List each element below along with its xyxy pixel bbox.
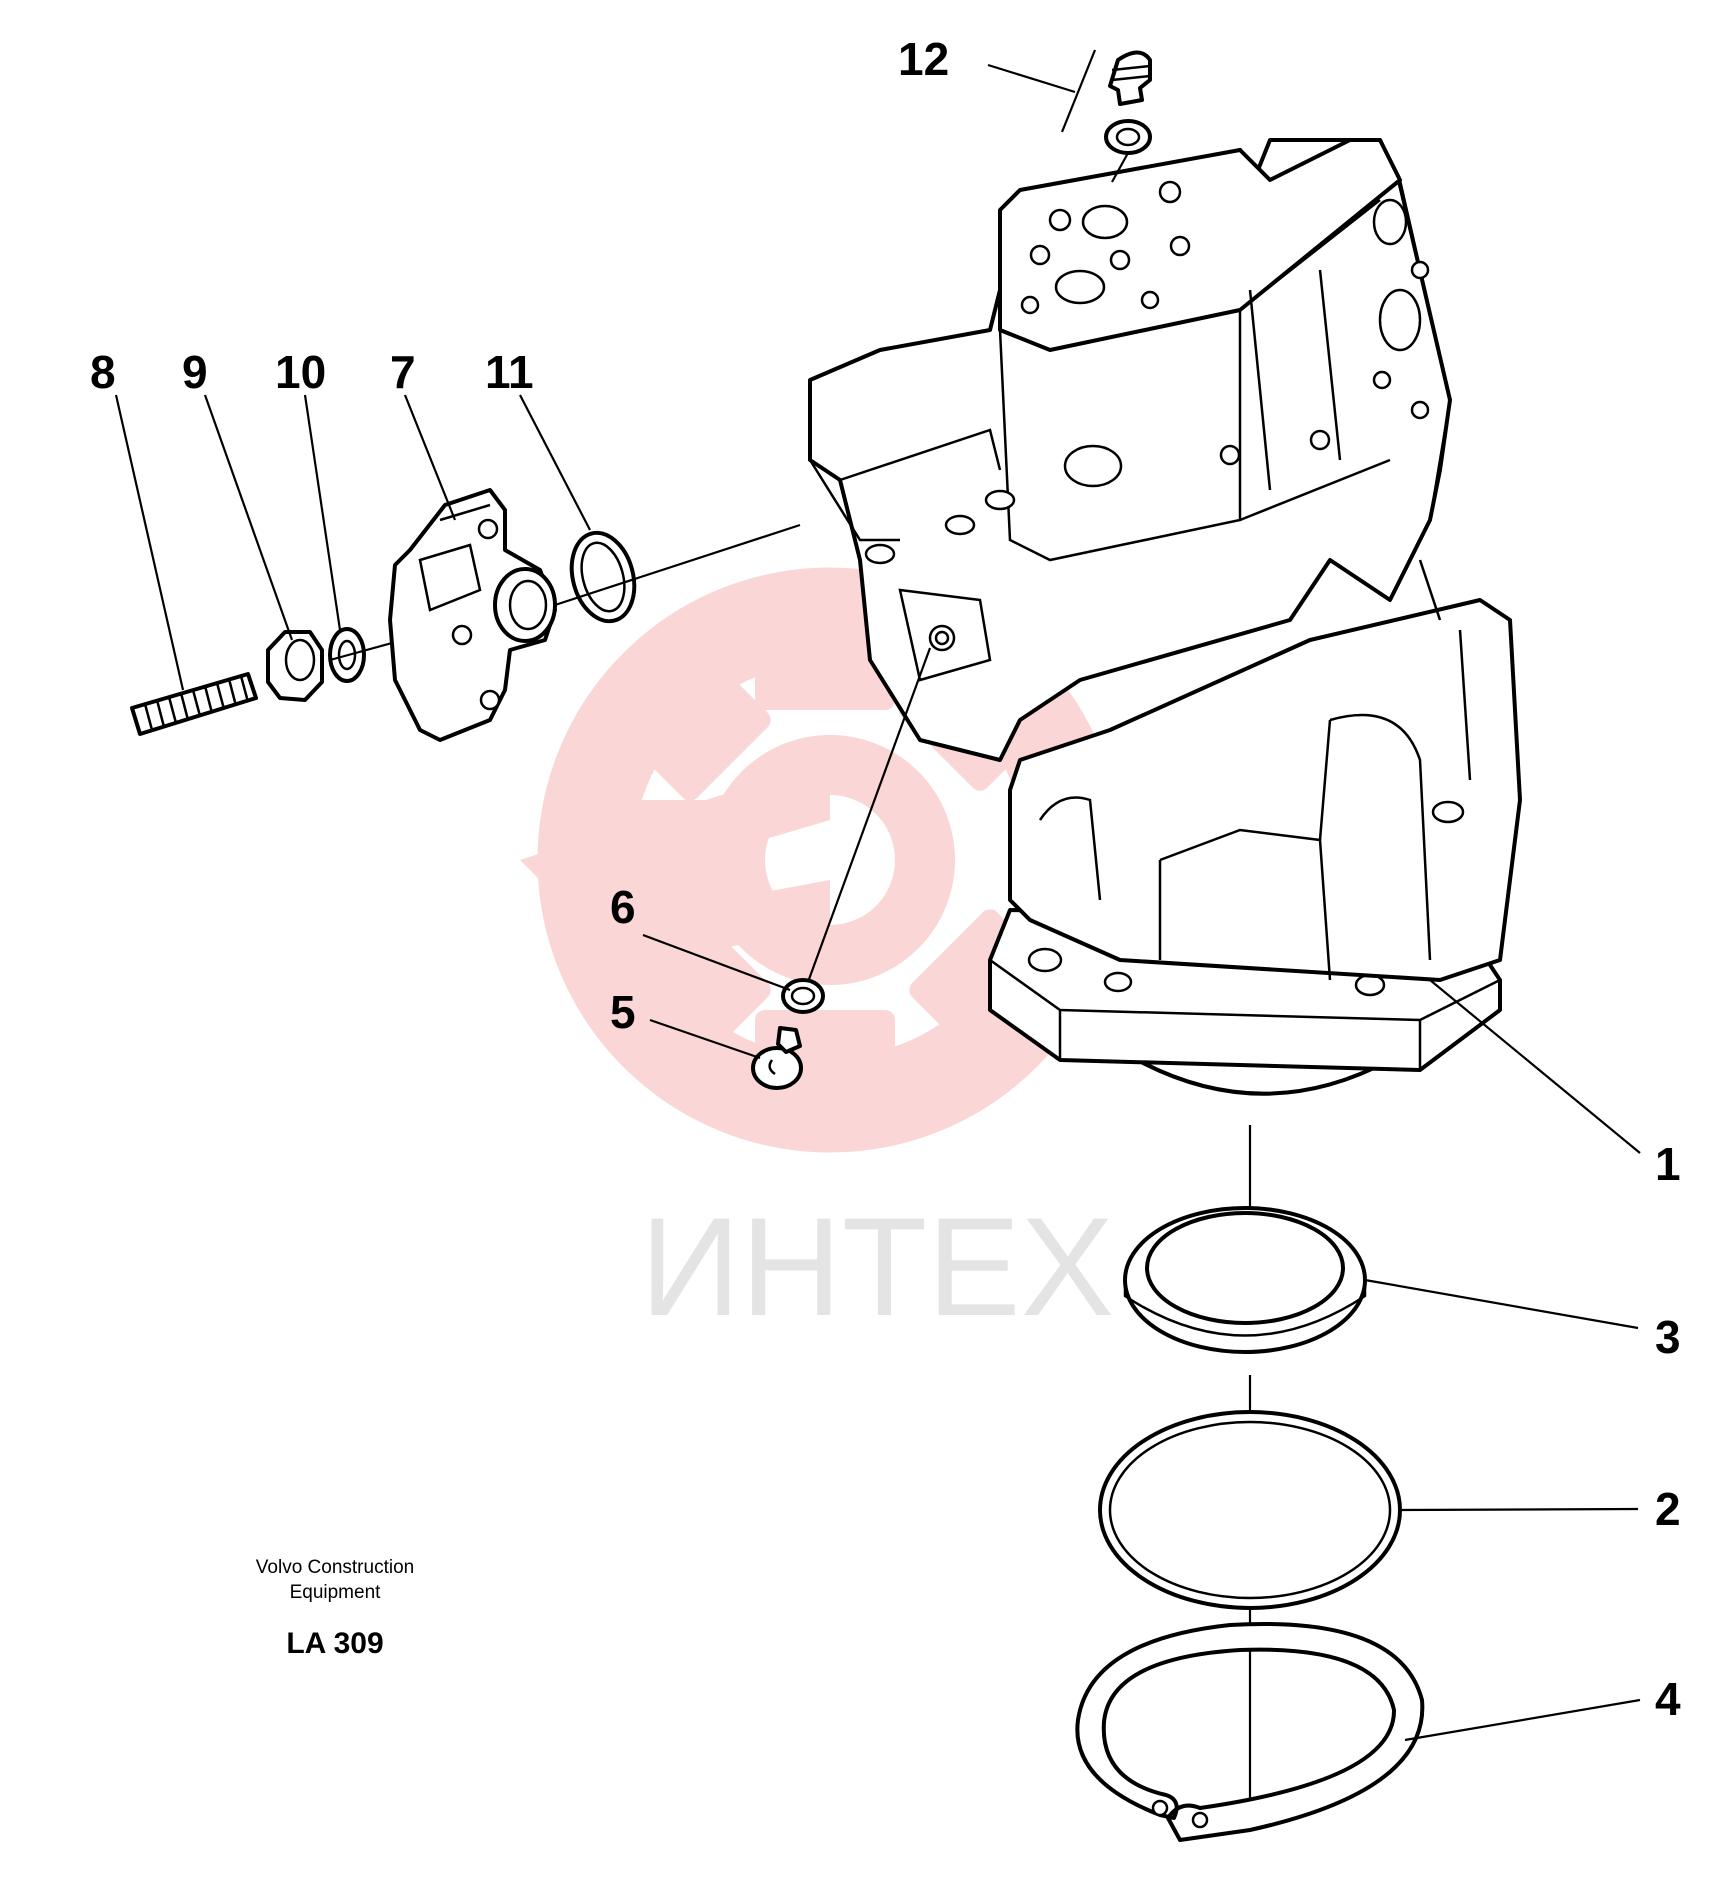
watermark-text: ИНТЕХ <box>640 1188 1114 1345</box>
drawing-code: LA 309 <box>286 1627 384 1660</box>
callout-1: 1 <box>1655 1138 1681 1190</box>
manufacturer-line-1: Volvo Construction <box>255 1557 415 1578</box>
swing-motor-housing <box>808 138 1522 1096</box>
thrust-ring-part-3 <box>1123 1206 1367 1354</box>
nut-part-9 <box>266 630 324 702</box>
cover-plate-part-7 <box>388 488 557 742</box>
plug-part-5 <box>751 1026 803 1090</box>
callout-2: 2 <box>1655 1483 1681 1535</box>
callout-5: 5 <box>610 986 636 1038</box>
manufacturer-line-2: Equipment <box>289 1582 381 1603</box>
callout-12: 12 <box>898 33 949 85</box>
plug-part-12 <box>1060 49 1152 183</box>
callout-leaders <box>114 63 1641 1742</box>
callout-10: 10 <box>275 346 326 398</box>
retaining-ring-part-4 <box>1075 1621 1425 1842</box>
callout-4: 4 <box>1655 1673 1681 1725</box>
callout-8: 8 <box>90 346 116 398</box>
drawing-caption: Volvo Construction Equipment LA 309 <box>190 1555 480 1661</box>
stud-part-8 <box>130 672 258 736</box>
callout-6: 6 <box>610 881 636 933</box>
cover-assembly-axis <box>329 523 801 662</box>
callout-9: 9 <box>182 346 208 398</box>
seal-washer-part-6 <box>781 978 825 1014</box>
callout-7: 7 <box>390 346 416 398</box>
callout-11: 11 <box>485 346 534 398</box>
callout-3: 3 <box>1655 1311 1681 1363</box>
o-ring-part-11 <box>569 530 637 624</box>
o-ring-part-2 <box>1098 1410 1402 1610</box>
